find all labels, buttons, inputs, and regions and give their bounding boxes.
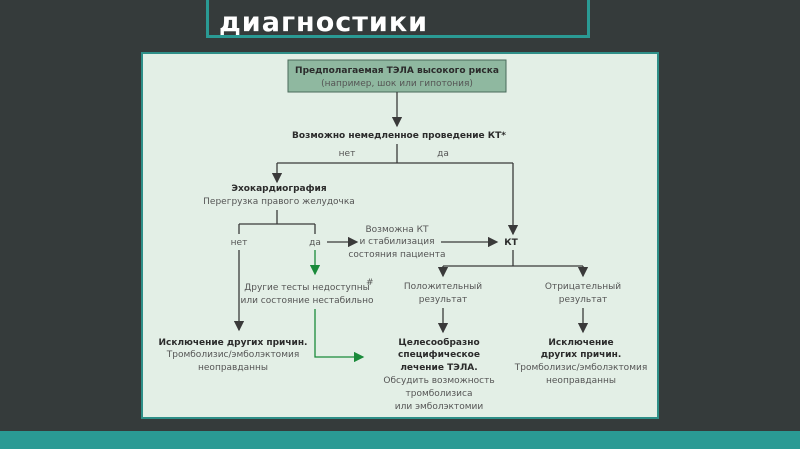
start-node-line1: Предполагаемая ТЭЛА высокого риска (295, 66, 499, 76)
exclusion-right-line3: Тромболизис/эмболэктомия (514, 363, 648, 373)
label-no-2: нет (231, 238, 248, 248)
arrow-other-tests-to-treatment (314, 309, 365, 363)
title-box: диагностики (206, 0, 590, 38)
negative-line1: Отрицательный (545, 282, 621, 292)
positive-line2: результат (419, 295, 467, 305)
negative-line2: результат (559, 295, 607, 305)
exclusion-right-line2: других причин. (541, 350, 622, 360)
label-no-1: нет (339, 149, 356, 159)
echo-subtitle: Перегрузка правого желудочка (203, 197, 355, 207)
exclusion-left-line1: Исключение других причин. (159, 338, 308, 348)
start-node-line2: (например, шок или гипотония) (321, 79, 473, 89)
ct-possible-line2: и стабилизация (359, 237, 434, 247)
echo-title: Эхокардиография (231, 184, 326, 194)
ct-question: Возможно немедленное проведение КТ* (292, 131, 506, 141)
treatment-line3: лечение ТЭЛА. (400, 363, 477, 373)
treatment-line1: Целесообразно (398, 337, 479, 348)
other-tests-line1: Другие тесты недоступны (244, 283, 370, 293)
ct-node: КТ (504, 238, 518, 248)
start-node (287, 59, 507, 93)
flowchart-diagram: Предполагаемая ТЭЛА высокого риска (напр… (159, 59, 648, 412)
treatment-line4: Обсудить возможность (383, 376, 494, 386)
flowchart-panel: Предполагаемая ТЭЛА высокого риска (напр… (141, 52, 659, 419)
label-yes-1: да (437, 149, 449, 159)
other-tests-line2: или состояние нестабильно (241, 296, 374, 306)
ct-possible-line3: состояния пациента (348, 250, 445, 260)
label-yes-2: да (309, 238, 321, 248)
treatment-line6: или эмболэктомии (395, 402, 484, 412)
ct-possible-line1: Возможна КТ (365, 225, 429, 235)
positive-line1: Положительный (404, 282, 482, 292)
exclusion-right-line1: Исключение (548, 338, 613, 348)
other-tests-mark: # (366, 278, 374, 288)
treatment-line5: тромболизиса (405, 389, 472, 399)
exclusion-left-line3: неоправданны (198, 363, 268, 373)
treatment-line2: специфическое (398, 350, 480, 360)
exclusion-right-line4: неоправданны (546, 376, 616, 386)
footer-accent-bar (0, 431, 800, 449)
exclusion-left-line2: Тромболизис/эмболэктомия (166, 350, 300, 360)
slide-title: диагностики (219, 7, 429, 38)
